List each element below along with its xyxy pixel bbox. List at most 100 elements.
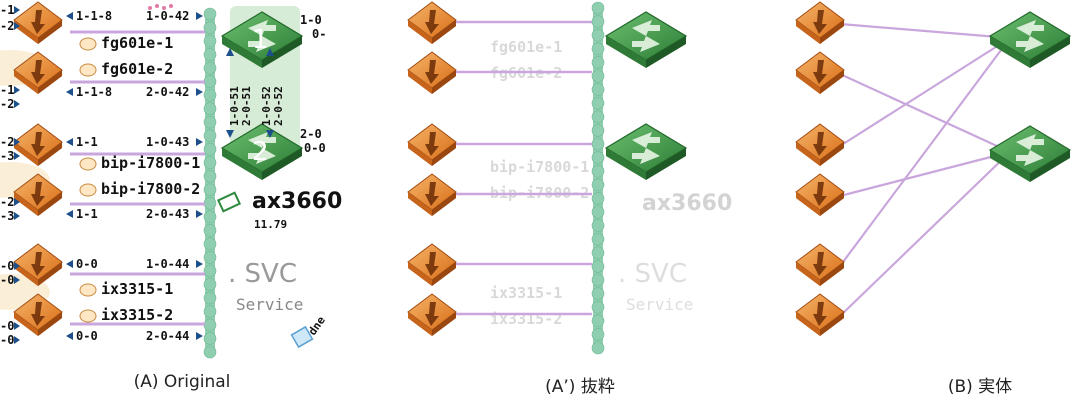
caption-excerpt: (A’) 抜粋 [545,377,615,397]
bus-bead [203,332,217,345]
host-node-icon [13,123,63,166]
bus-bead [591,1,605,15]
disk-icon [79,309,97,323]
bus-bead [591,192,605,205]
edge-label: -1 [0,3,14,17]
bus-bead [591,15,605,28]
device-label: ax3660 [252,189,342,214]
bus [203,7,217,359]
host-node-icon [13,51,63,94]
bus-bead [591,219,605,232]
edge-label: -2 [0,195,14,209]
bus-bead [591,205,605,219]
inter-switch-port-label: 1-0-52 [260,86,273,126]
bus-bead [203,291,217,305]
switch-port-label: 2-0-42 [146,85,189,99]
host-port-label: 1-1-8 [76,9,112,23]
host-port-label: 0-0 [76,329,98,343]
host-label: fg601e-1 [101,34,173,52]
faded-service-label: Service [626,295,693,314]
bus-bead [203,48,217,61]
bus-bead [591,137,605,151]
bus-bead [203,75,217,88]
bus-bead [203,278,217,291]
disk-icon [79,183,97,197]
switch-port-label: 1-0-43 [146,135,189,149]
host-label: bip-i7800-1 [101,154,200,172]
host-node-icon [13,243,63,286]
switch-port-label: 1-0-44 [146,257,189,271]
edge-label: -2 [0,19,14,33]
bus-bead [591,178,605,192]
host-node-icon [407,51,457,94]
hosts [13,1,63,336]
bus-bead [591,273,605,287]
host-node-icon [407,243,457,286]
edge-label: 0-0 [304,141,326,155]
bus-bead [203,264,217,278]
host-node-icon [13,293,63,336]
switch-node-icon [604,123,688,180]
faded-host-label: fg601e-1 [490,38,562,56]
host-node-icon [407,1,457,44]
bus-bead [591,96,605,110]
links [446,20,592,316]
edge-label: 0- [312,27,326,41]
bus-bead [203,21,217,34]
bus-bead [203,210,217,224]
switch-node-icon [604,11,688,68]
bus-bead [591,56,605,69]
caption-entity: (B) 実体 [947,377,1013,397]
edge-label: -3 [0,209,14,223]
host-node-icon [13,1,63,44]
edge-label: -3 [0,149,14,163]
entity-diagram [795,1,1072,336]
bus-bead [203,102,217,115]
bus-bead [591,341,605,355]
edge-label: -0 [0,259,14,273]
switches [220,11,304,180]
panel-entity [780,0,1083,360]
link-line [839,73,1011,153]
bus-bead [591,328,605,341]
host-node-icon [795,173,845,216]
bus [591,1,605,355]
hosts [795,1,845,336]
bus-bead [203,169,217,183]
links [839,22,1011,317]
host-label: fg601e-2 [101,60,173,78]
faded-host-label: ix3315-2 [490,310,562,328]
bus-bead [203,115,217,129]
host-node-icon [795,293,845,336]
bus-bead [203,318,217,332]
bus-bead [203,345,217,359]
link-line [839,22,1011,40]
caption-original: (A) Original [133,372,231,392]
bus-bead [203,237,217,251]
host-label: ix3315-2 [101,306,173,324]
switch-node-icon [220,123,304,180]
host-port-label: 1-1 [76,207,98,221]
bus-bead [591,69,605,83]
bus-bead [203,7,217,21]
host-node-icon [407,293,457,336]
host-label: ix3315-1 [101,280,173,298]
bus-bead [203,196,217,210]
inter-switch-port-label: 2-0-51 [240,86,253,126]
host-port-label: 1-1-8 [76,85,112,99]
bus-bead [203,183,217,197]
disk-icon [79,283,97,297]
host-node-icon [13,173,63,216]
device-sub-label: 11.79 [254,218,287,231]
host-node-icon [795,1,845,44]
host-node-icon [407,173,457,216]
switches [988,11,1072,182]
disk-icon [79,37,97,51]
faded-labels: fg601e-1fg601e-2bip-i7800-1bip-i7800-2ix… [490,38,732,328]
edge-label: -0 [0,333,14,347]
bus-bead [591,110,605,124]
bus-bead [203,142,217,156]
switch-node-icon [988,125,1072,182]
